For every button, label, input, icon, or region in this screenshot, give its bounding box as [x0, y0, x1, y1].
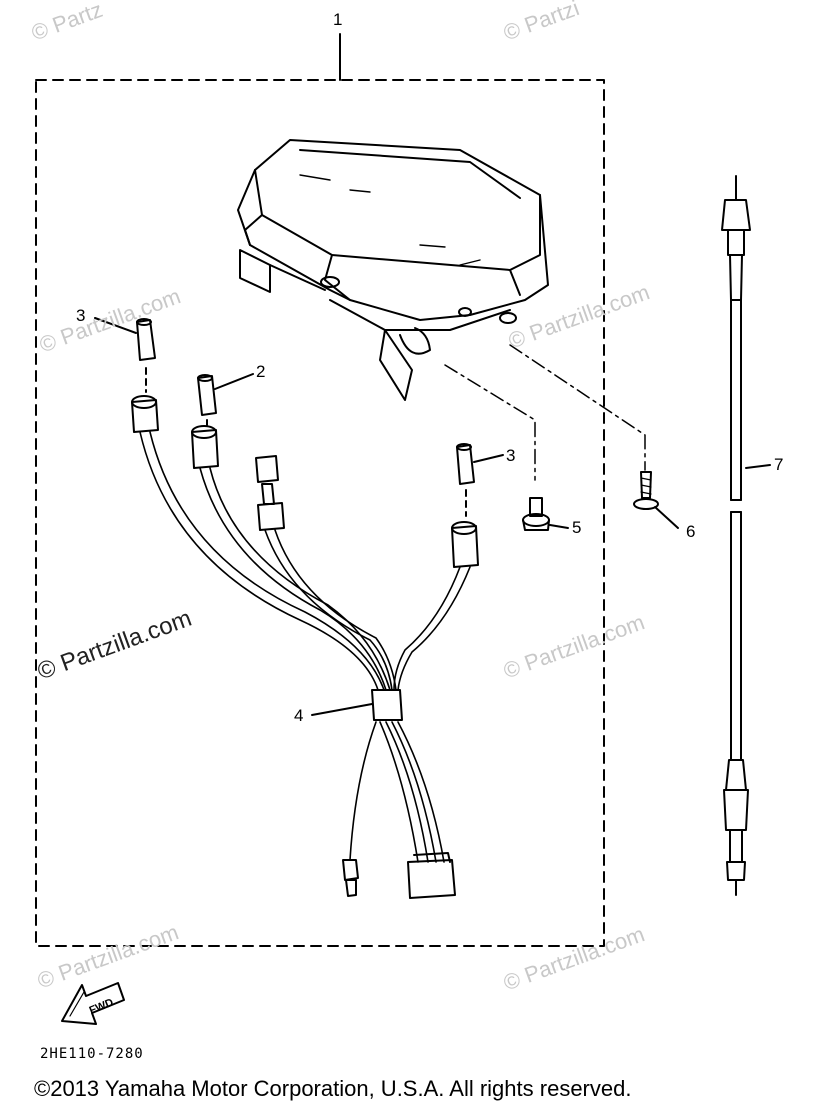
bulb-3-left-drawing [136, 318, 156, 393]
meter-assembly-drawing [237, 139, 549, 401]
leader-5 [549, 524, 569, 529]
callout-1: 1 [333, 10, 343, 29]
callout-2: 2 [256, 362, 266, 381]
fwd-arrow-icon [61, 982, 125, 1025]
leader-meter-to-6 [509, 344, 646, 471]
leader-3a [94, 317, 137, 334]
fwd-label: FWD [88, 997, 116, 1018]
callout-5: 5 [572, 518, 582, 537]
part-code: 2HE110-7280 [40, 1046, 144, 1062]
leader-4 [311, 703, 373, 716]
leader-3b [473, 454, 504, 463]
wire-harness-drawing [131, 395, 479, 899]
screw-5-drawing [522, 497, 550, 531]
callout-6: 6 [686, 522, 696, 541]
callout-3-right: 3 [506, 446, 516, 465]
leader-7 [745, 464, 771, 469]
bulb-3-right-drawing [456, 443, 475, 517]
copyright-notice: ©2013 Yamaha Motor Corporation, U.S.A. A… [34, 1076, 632, 1101]
leader-meter-to-5 [444, 364, 536, 481]
leader-6 [654, 506, 679, 529]
callout-3-left: 3 [76, 306, 86, 325]
screw-6-drawing [633, 471, 659, 510]
callout-4: 4 [294, 706, 304, 725]
speedometer-cable-drawing [721, 175, 751, 896]
bulb-2-drawing [197, 374, 217, 429]
callout-7: 7 [774, 455, 784, 474]
assembly-boundary [35, 79, 605, 947]
leader-2 [214, 373, 254, 390]
